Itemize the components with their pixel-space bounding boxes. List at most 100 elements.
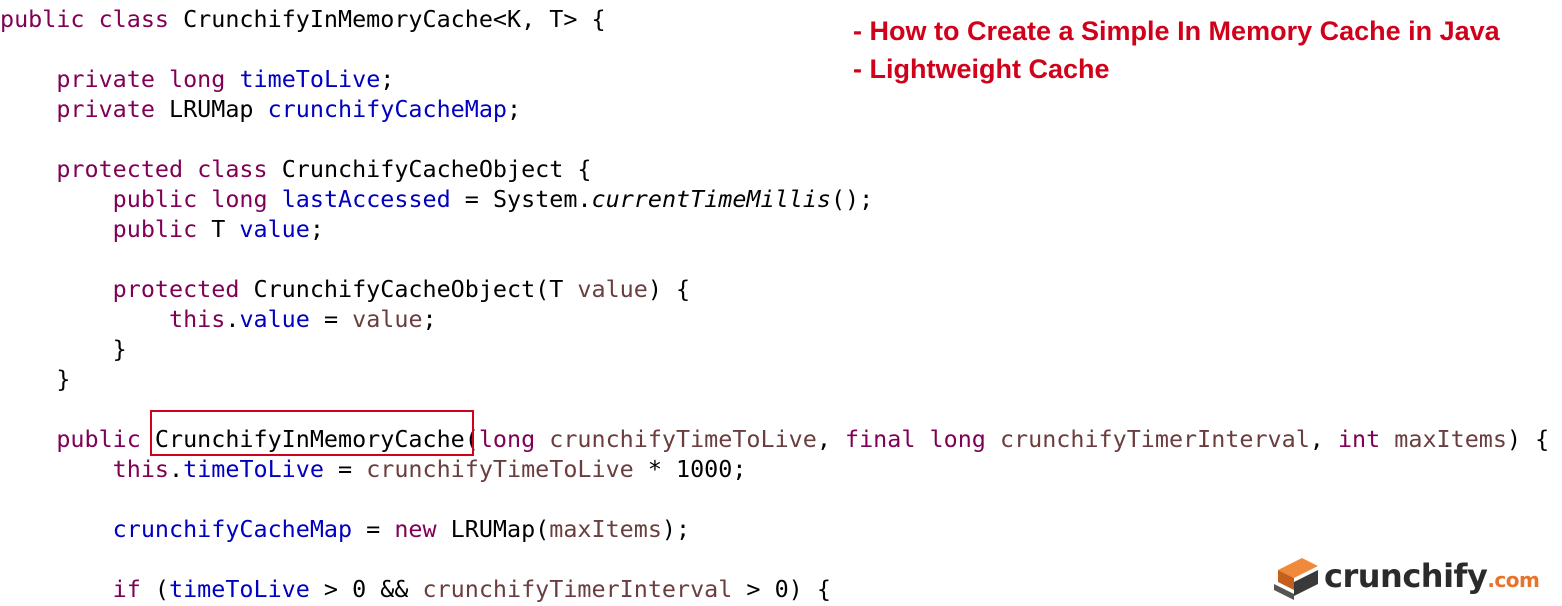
code-token (0, 575, 113, 603)
code-token (0, 185, 113, 213)
code-line: public CrunchifyInMemoryCache(long crunc… (0, 424, 1549, 454)
code-token: crunchifyCacheMap (267, 95, 507, 123)
code-token: maxItems (1394, 425, 1507, 453)
code-token: = (309, 305, 353, 333)
code-token (986, 425, 1000, 453)
code-token: class (98, 5, 170, 33)
code-token: } (0, 335, 127, 363)
code-token (197, 185, 211, 213)
code-token (268, 185, 282, 213)
code-line: } (0, 364, 1549, 394)
code-line: public class CrunchifyInMemoryCache<K, T… (0, 4, 1549, 34)
code-token (0, 425, 56, 453)
code-token: crunchifyTimerInterval (999, 425, 1310, 453)
code-token: currentTimeMillis (591, 185, 831, 213)
code-token (183, 155, 197, 183)
crunchify-logo: crunchify.com (1272, 554, 1558, 602)
code-token: crunchifyTimeToLive (549, 425, 817, 453)
code-token: ); (661, 515, 691, 543)
code-token: class (197, 155, 268, 183)
code-token: lastAccessed (281, 185, 451, 213)
code-line (0, 484, 1549, 514)
code-token: crunchifyCacheMap (112, 515, 353, 543)
crunchify-logo-text: crunchify.com (1324, 557, 1540, 595)
title-line-2: - Lightweight Cache (853, 54, 1110, 84)
code-token (225, 65, 239, 93)
code-token: CrunchifyInMemoryCache<K, T> { (169, 5, 606, 33)
code-token: private (56, 65, 155, 93)
code-token (0, 275, 113, 303)
code-line (0, 124, 1549, 154)
code-token: * 1000; (633, 455, 747, 483)
code-token: this (112, 455, 170, 483)
code-token: = (352, 515, 395, 543)
code-token: private (56, 95, 155, 123)
code-token (535, 425, 549, 453)
code-token: long (169, 65, 226, 93)
code-token (1380, 425, 1394, 453)
code-token: LRUMap (154, 95, 268, 123)
code-token: > 0 && (309, 575, 423, 603)
code-token: protected (112, 275, 240, 303)
code-token: timeToLive (239, 65, 381, 93)
code-token: value (239, 305, 310, 333)
code-token: ) { (1506, 425, 1550, 453)
code-line: public T value; (0, 214, 1549, 244)
code-token: crunchifyTimeToLive (366, 455, 634, 483)
code-token (155, 65, 169, 93)
code-token: ) { (647, 275, 691, 303)
code-token: ; (507, 95, 522, 123)
code-token (0, 305, 169, 333)
code-token: ; (422, 305, 437, 333)
code-token: protected (56, 155, 184, 183)
code-token: = System. (450, 185, 592, 213)
crunchify-logo-icon (1274, 558, 1318, 600)
code-token (0, 455, 113, 483)
code-line: } (0, 334, 1549, 364)
code-line: this.value = value; (0, 304, 1549, 334)
code-token: long (478, 425, 536, 453)
code-token: timeToLive (183, 455, 324, 483)
code-token (0, 515, 113, 543)
code-line: public long lastAccessed = System.curren… (0, 184, 1549, 214)
code-line: this.timeToLive = crunchifyTimeToLive * … (0, 454, 1549, 484)
code-token: LRUMap( (436, 515, 550, 543)
code-token: final (845, 425, 916, 453)
code-token: CrunchifyCacheObject { (267, 155, 592, 183)
code-token: . (169, 455, 184, 483)
code-token: int (1337, 425, 1381, 453)
code-line: crunchifyCacheMap = new LRUMap(maxItems)… (0, 514, 1549, 544)
code-token: , (1309, 425, 1338, 453)
code-line: if (timeToLive > 0 && crunchifyTimerInte… (0, 574, 1549, 604)
title-line-1: - How to Create a Simple In Memory Cache… (853, 16, 1500, 46)
code-token: maxItems (549, 515, 662, 543)
code-token: ( (140, 575, 170, 603)
code-token: value (352, 305, 423, 333)
code-token: public (56, 425, 141, 453)
code-token: crunchifyTimerInterval (422, 575, 733, 603)
code-token: value (577, 275, 648, 303)
code-token: T (197, 215, 240, 243)
code-token: new (394, 515, 437, 543)
code-token: this (169, 305, 226, 333)
article-title: - How to Create a Simple In Memory Cache… (853, 12, 1500, 88)
code-token: CrunchifyCacheObject(T (239, 275, 578, 303)
code-token: CrunchifyInMemoryCache( (140, 425, 479, 453)
code-token: ; (309, 215, 324, 243)
code-token: value (239, 215, 310, 243)
code-line (0, 244, 1549, 274)
code-token (0, 155, 56, 183)
code-token: = (323, 455, 367, 483)
code-line: protected CrunchifyCacheObject(T value) … (0, 274, 1549, 304)
code-token: if (112, 575, 141, 603)
code-token: long (929, 425, 986, 453)
code-token (0, 215, 113, 243)
code-token (0, 65, 56, 93)
code-token: , (816, 425, 846, 453)
code-line (0, 394, 1549, 424)
code-token (0, 95, 56, 123)
code-token: public (112, 215, 198, 243)
code-token: long (211, 185, 268, 213)
code-token: timeToLive (169, 575, 310, 603)
code-line: protected class CrunchifyCacheObject { (0, 154, 1549, 184)
